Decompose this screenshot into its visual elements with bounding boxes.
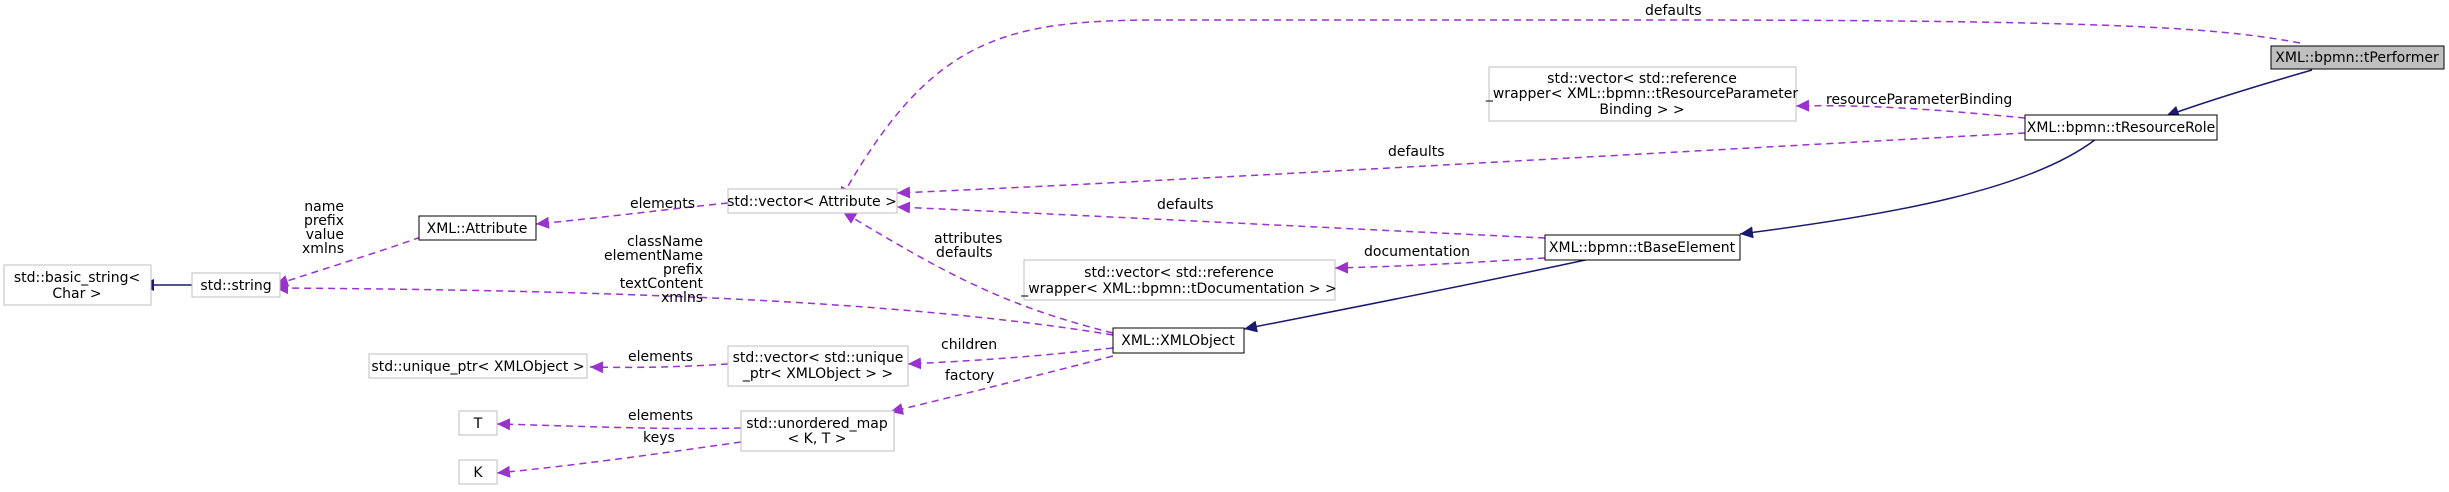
node-uniquePtr-label: std::unique_ptr< XMLObject >	[371, 359, 584, 375]
node-string-label: std::string	[200, 278, 271, 294]
node-Attribute-label: XML::Attribute	[427, 221, 528, 237]
edge-label-defaults-base: defaults	[1157, 197, 1214, 213]
node-vecUniquePtr-line2: _ptr< XMLObject > >	[742, 366, 893, 382]
node-string[interactable]: std::string	[191, 272, 281, 298]
node-unorderedMap[interactable]: std::unordered_map < K, T >	[740, 410, 895, 452]
node-K-label: K	[473, 465, 483, 481]
node-unorderedMap-line1: std::unordered_map	[746, 416, 888, 432]
node-basicString-line1: std::basic_string<	[14, 270, 140, 286]
edge-label-defaults-top: defaults	[1645, 3, 1702, 19]
edge-inherit-tBaseElement-XMLObject	[1243, 258, 1591, 333]
edge-label-attr-member-xmlns: xmlns	[302, 241, 344, 257]
node-vecAttribute[interactable]: std::vector< Attribute >	[727, 188, 898, 214]
edge-usage-xmlobject-string	[274, 282, 1114, 336]
edge-inherit-tResourceRole-tBaseElement	[1739, 138, 2097, 239]
edge-usage-documentation	[1334, 257, 1546, 274]
node-XMLObject[interactable]: XML::XMLObject	[1112, 327, 1245, 354]
node-vecDocumentation-line2: _wrapper< XML::bpmn::tDocumentation > >	[1020, 281, 1337, 297]
edge-usage-elements-T	[496, 418, 742, 431]
node-vecResourceParamBinding-line3: Binding > >	[1599, 102, 1684, 118]
edge-usage-elements-uptr	[589, 361, 729, 374]
edge-label-documentation: documentation	[1364, 244, 1470, 260]
node-tPerformer-label: XML::bpmn::tPerformer	[2275, 50, 2439, 66]
edge-usage-defaults-role	[896, 132, 2026, 199]
edge-usage-defaults-base	[896, 201, 1546, 239]
node-basicString-line2: Char >	[52, 286, 101, 302]
node-basicString[interactable]: std::basic_string< Char >	[3, 264, 152, 306]
edge-label-defaults-role: defaults	[1388, 144, 1445, 160]
edge-label-resourceParameterBinding: resourceParameterBinding	[1826, 92, 2012, 108]
edge-label-string-member-prefix: prefix	[663, 262, 703, 278]
node-vecResourceParamBinding-line1: std::vector< std::reference	[1547, 71, 1737, 87]
edge-label-attr-member-prefix: prefix	[304, 213, 344, 229]
edge-label-string-member-className: className	[627, 234, 703, 250]
edge-label-keys: keys	[643, 430, 675, 446]
node-uniquePtr[interactable]: std::unique_ptr< XMLObject >	[368, 353, 588, 379]
edge-label-factory: factory	[945, 368, 994, 384]
node-vecDocumentation-line1: std::vector< std::reference	[1084, 265, 1274, 281]
node-T[interactable]: T	[458, 410, 498, 436]
node-unorderedMap-line2: < K, T >	[788, 431, 847, 447]
edge-usage-keys	[496, 441, 742, 478]
node-vecDocumentation[interactable]: std::vector< std::reference _wrapper< XM…	[1020, 259, 1337, 301]
node-tBaseElement[interactable]: XML::bpmn::tBaseElement	[1544, 234, 1741, 261]
node-vecUniquePtr-line1: std::vector< std::unique	[733, 350, 904, 366]
edge-label-attr-member-value: value	[306, 227, 344, 243]
node-vecResourceParamBinding-line2: _wrapper< XML::bpmn::tResourceParameter	[1485, 86, 1799, 102]
edge-usage-resourceParameterBinding	[1795, 99, 2026, 119]
node-Attribute[interactable]: XML::Attribute	[418, 215, 537, 241]
edge-label-defaults-xmlobject: defaults	[936, 245, 993, 261]
node-XMLObject-label: XML::XMLObject	[1121, 333, 1235, 349]
edge-label-elements-uptr: elements	[628, 349, 693, 365]
node-tResourceRole-label: XML::bpmn::tResourceRole	[2027, 120, 2215, 136]
edge-usage-attr-string	[274, 232, 433, 287]
edge-label-elements-T: elements	[628, 408, 693, 424]
edge-label-string-member-textContent: textContent	[620, 276, 704, 292]
edge-label-attr-member-name: name	[304, 199, 344, 215]
edge-usage-factory	[889, 355, 1114, 415]
edge-label-children: children	[941, 337, 997, 353]
edge-label-attributes: attributes	[934, 231, 1002, 247]
edge-usage-elements-attr	[535, 202, 729, 229]
edge-inherit-tPerformer-tResourceRole	[2165, 69, 2313, 118]
edge-label-elements-attr: elements	[630, 196, 695, 212]
node-tBaseElement-label: XML::bpmn::tBaseElement	[1549, 240, 1736, 256]
node-tPerformer[interactable]: XML::bpmn::tPerformer	[2270, 45, 2445, 70]
edge-usage-children	[907, 347, 1114, 370]
edge-label-string-member-xmlns: xmlns	[661, 290, 703, 306]
edge-usage-attributes-defaults	[842, 211, 1114, 334]
node-vecAttribute-label: std::vector< Attribute >	[727, 194, 897, 210]
edge-usage-defaults-top	[839, 19, 2301, 201]
edge-label-string-member-elementName: elementName	[604, 248, 703, 264]
node-K[interactable]: K	[458, 459, 498, 485]
node-vecResourceParamBinding[interactable]: std::vector< std::reference _wrapper< XM…	[1485, 66, 1799, 122]
node-T-label: T	[473, 416, 483, 432]
node-vecUniquePtr[interactable]: std::vector< std::unique _ptr< XMLObject…	[727, 345, 909, 387]
node-tResourceRole[interactable]: XML::bpmn::tResourceRole	[2024, 114, 2218, 141]
